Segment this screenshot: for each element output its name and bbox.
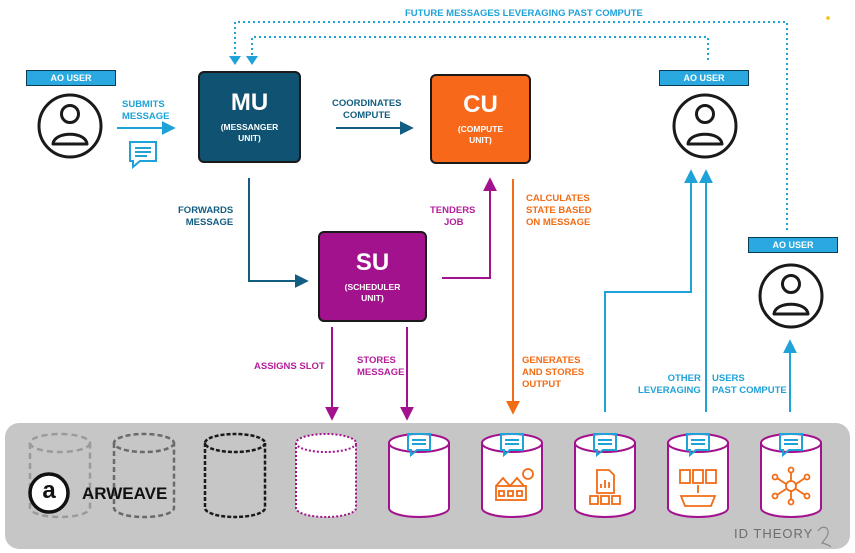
storage-cylinder-slot [295, 433, 357, 518]
loop-arrowhead-left [229, 56, 241, 65]
storage-cylinder-2 [112, 432, 176, 519]
storage-cylinder-3 [203, 432, 267, 519]
cu-abbr: CU [463, 91, 498, 118]
ao-user-tag-right-top: AO USER [659, 70, 749, 86]
factory-gear-icon [495, 468, 534, 501]
arweave-wordmark: ARWEAVE [82, 484, 168, 503]
user-icon-right-top [672, 93, 738, 159]
network-hub-icon [771, 466, 811, 506]
arrow-other-leveraging [604, 169, 698, 412]
storage-cylinder-message [388, 433, 450, 518]
ao-user-tag-right-bottom: AO USER [748, 237, 838, 253]
message-icon [407, 433, 431, 458]
mu-abbr: MU [230, 89, 269, 116]
label-assigns-slot: ASSIGNS SLOT [254, 361, 325, 372]
message-icon [593, 433, 617, 458]
storage-cylinder-report [574, 433, 636, 518]
id-theory-mark [817, 526, 832, 548]
decorative-dot [826, 16, 830, 20]
storage-cylinder-documents [667, 433, 729, 518]
su-abbr: SU [355, 248, 390, 276]
user-icon-left [37, 93, 103, 159]
ao-user-tag-left: AO USER [26, 70, 116, 86]
arweave-logo-letter: a [42, 477, 56, 504]
arrow-tenders-job [442, 177, 497, 279]
message-icon [500, 433, 524, 458]
message-bubble-icon [129, 141, 157, 170]
future-messages-loop [234, 21, 788, 230]
document-chart-icon [589, 469, 621, 505]
arrow-forwards-message [248, 178, 309, 288]
loop-arrowhead-right [246, 56, 258, 65]
storage-cylinder-compute-output [481, 433, 543, 518]
documents-tray-icon [679, 469, 717, 507]
user-icon-right-bottom [758, 263, 824, 329]
id-theory-credit: ID THEORY [734, 526, 814, 541]
message-icon [686, 433, 710, 458]
storage-cylinder-network [760, 433, 822, 518]
message-icon [779, 433, 803, 458]
arweave-logo [28, 472, 70, 514]
diagram-title: FUTURE MESSAGES LEVERAGING PAST COMPUTE [405, 8, 643, 19]
storage-cylinder-1 [28, 432, 92, 519]
